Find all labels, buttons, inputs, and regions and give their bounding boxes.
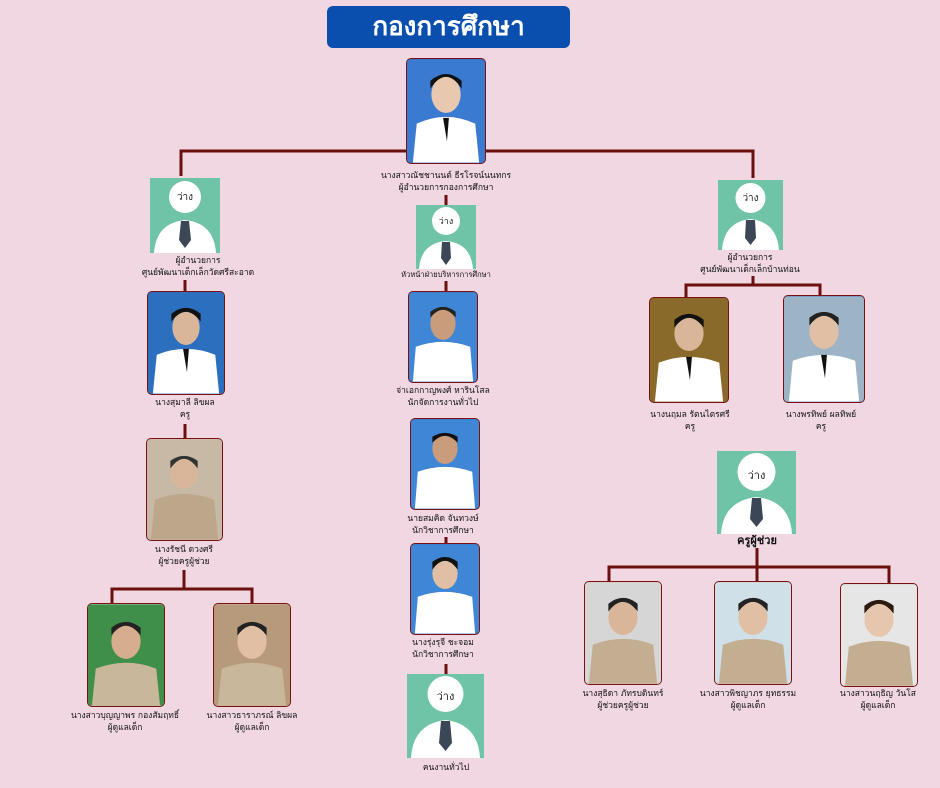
vacant-text: ว่าง — [436, 690, 455, 703]
left-assistant-role: ผู้ช่วยครูผู้ช่วย — [158, 557, 210, 567]
right-center-caption: ผู้อำนวยการ ศูนย์พัฒนาเด็กเล็กบ้านท่อน — [700, 252, 799, 276]
left-caretaker-role-2: ผู้ดูแลเด็ก — [234, 723, 270, 733]
left-assistant-photo — [146, 438, 223, 541]
right-assistant-head-caption: ครูผู้ช่วย — [737, 535, 777, 547]
left-assistant-caption: นางรัชนี ดวงศรี ผู้ช่วยครูผู้ช่วย — [155, 544, 213, 568]
mid-head-caption: หัวหน้าฝ่ายบริหารการศึกษา — [401, 269, 491, 281]
left-center-unit: ศูนย์พัฒนาเด็กเล็กวัดศรีสะอาด — [141, 268, 255, 278]
right-assistant-caption-2: นางสาวพิชญาภร ยุทธรรม ผู้ดูแลเด็ก — [700, 688, 796, 712]
left-teacher-photo — [147, 291, 225, 395]
connector-right-2 — [607, 565, 891, 584]
left-teacher-name: นางสุมาลี ลิขผล — [155, 398, 215, 408]
mid-staff-caption-2: นายสมคิด จันทวงษ์ นักวิชาการศึกษา — [407, 513, 478, 537]
mid-staff-name-3: นางรุ่งรุจี ชะจอม — [412, 638, 474, 648]
mid-worker-caption: คนงานทั่วไป — [423, 762, 469, 774]
mid-staff-role-3: นักวิชาการศึกษา — [412, 650, 474, 660]
left-caretaker-photo-2 — [213, 603, 291, 707]
vacant-text: ว่าง — [176, 192, 194, 203]
left-center-role: ผู้อำนวยการ — [175, 256, 221, 266]
left-caretaker-caption-1: นางสาวบุญญาพร กองสัมฤทธิ์ ผู้ดูแลเด็ก — [71, 710, 179, 734]
right-center-role: ผู้อำนวยการ — [727, 253, 773, 263]
mid-head-vacant-placeholder: ว่าง — [416, 205, 476, 269]
mid-staff-name-1: จ่าเอกกาญพงศ์ หารินโสล — [396, 386, 490, 396]
left-teacher-caption: นางสุมาลี ลิขผล ครู — [155, 397, 214, 421]
mid-worker-role: คนงานทั่วไป — [422, 763, 470, 773]
left-caretaker-photo-1 — [87, 603, 165, 707]
right-assistant-head-vacant-placeholder: ว่าง — [717, 451, 796, 534]
right-assistant-photo-1 — [584, 581, 662, 685]
mid-staff-caption-1: จ่าเอกกาญพงศ์ หารินโสล นักจัดการงานทั่วไ… — [396, 385, 490, 409]
vacant-text: ว่าง — [742, 193, 759, 204]
mid-staff-role-2: นักวิชาการศึกษา — [412, 526, 474, 536]
left-assistant-name: นางรัชนี ดวงศรี — [155, 545, 213, 555]
left-caretaker-role-1: ผู้ดูแลเด็ก — [107, 723, 143, 733]
right-teacher-caption-2: นางพรทิพย์ ผลทิพย์ ครู — [786, 409, 856, 433]
vacant-text: ว่าง — [438, 217, 454, 227]
mid-staff-photo-3 — [410, 543, 480, 635]
right-assistant-caption-3: นางสาวนฤธิญ วันโส ผู้ดูแลเด็ก — [840, 688, 916, 712]
right-center-unit: ศูนย์พัฒนาเด็กเล็กบ้านท่อน — [700, 265, 800, 275]
left-caretaker-caption-2: นางสาวธาราภรณ์ ลิขผล ผู้ดูแลเด็ก — [207, 710, 298, 734]
right-assistant-role-1: ผู้ช่วยครูผู้ช่วย — [597, 701, 649, 711]
mid-head-role: หัวหน้าฝ่ายบริหารการศึกษา — [401, 270, 491, 279]
left-teacher-role: ครู — [179, 410, 191, 420]
mid-staff-photo-1 — [408, 291, 478, 383]
director-caption: นางสาวณัชชานนต์ ธีรโรจน์นนทกร ผู้อำนวยกา… — [381, 170, 511, 194]
vacant-text: ว่าง — [747, 469, 766, 482]
right-assistant-name-3: นางสาวนฤธิญ วันโส — [840, 689, 916, 699]
right-assistant-head-role: ครูผู้ช่วย — [737, 534, 777, 547]
right-teacher-photo-1 — [649, 297, 729, 403]
right-teacher-name-2: นางพรทิพย์ ผลทิพย์ — [785, 410, 857, 420]
right-assistant-role-2: ผู้ดูแลเด็ก — [730, 701, 766, 711]
page-title: กองการศึกษา — [327, 6, 570, 48]
mid-staff-name-2: นายสมคิด จันทวงษ์ — [407, 514, 479, 524]
right-assistant-name-1: นางสุธิดา ภัทรบดินทร์ — [582, 689, 664, 699]
right-assistant-name-2: นางสาวพิชญาภร ยุทธรรม — [699, 689, 797, 699]
left-center-caption: ผู้อำนวยการ ศูนย์พัฒนาเด็กเล็กวัดศรีสะอา… — [142, 255, 254, 279]
connector-left-3 — [110, 587, 254, 603]
mid-staff-photo-2 — [410, 418, 480, 510]
right-teacher-role-2: ครู — [815, 422, 827, 432]
mid-staff-role-1: นักจัดการงานทั่วไป — [407, 398, 479, 408]
director-name: นางสาวณัชชานนต์ ธีรโรจน์นนทกร — [380, 171, 512, 181]
right-teacher-name-1: นางนฤมล รัตนไตรศรี — [650, 410, 730, 420]
right-center-vacant-placeholder: ว่าง — [718, 180, 783, 250]
right-assistant-photo-3 — [840, 583, 918, 687]
mid-worker-vacant-placeholder: ว่าง — [407, 674, 484, 758]
left-center-vacant-placeholder: ว่าง — [150, 178, 220, 253]
right-teacher-role-1: ครู — [684, 422, 696, 432]
mid-staff-caption-3: นางรุ่งรุจี ชะจอม นักวิชาการศึกษา — [412, 637, 474, 661]
right-teacher-photo-2 — [783, 295, 865, 403]
right-teacher-caption-1: นางนฤมล รัตนไตรศรี ครู — [650, 409, 729, 433]
right-assistant-photo-2 — [714, 581, 792, 685]
left-caretaker-name-1: นางสาวบุญญาพร กองสัมฤทธิ์ — [70, 711, 180, 721]
right-assistant-caption-1: นางสุธิดา ภัทรบดินทร์ ผู้ช่วยครูผู้ช่วย — [583, 688, 664, 712]
left-caretaker-name-2: นางสาวธาราภรณ์ ลิขผล — [206, 711, 298, 721]
director-photo — [406, 58, 486, 164]
right-assistant-role-3: ผู้ดูแลเด็ก — [860, 701, 896, 711]
director-role: ผู้อำนวยการกองการศึกษา — [398, 183, 494, 193]
